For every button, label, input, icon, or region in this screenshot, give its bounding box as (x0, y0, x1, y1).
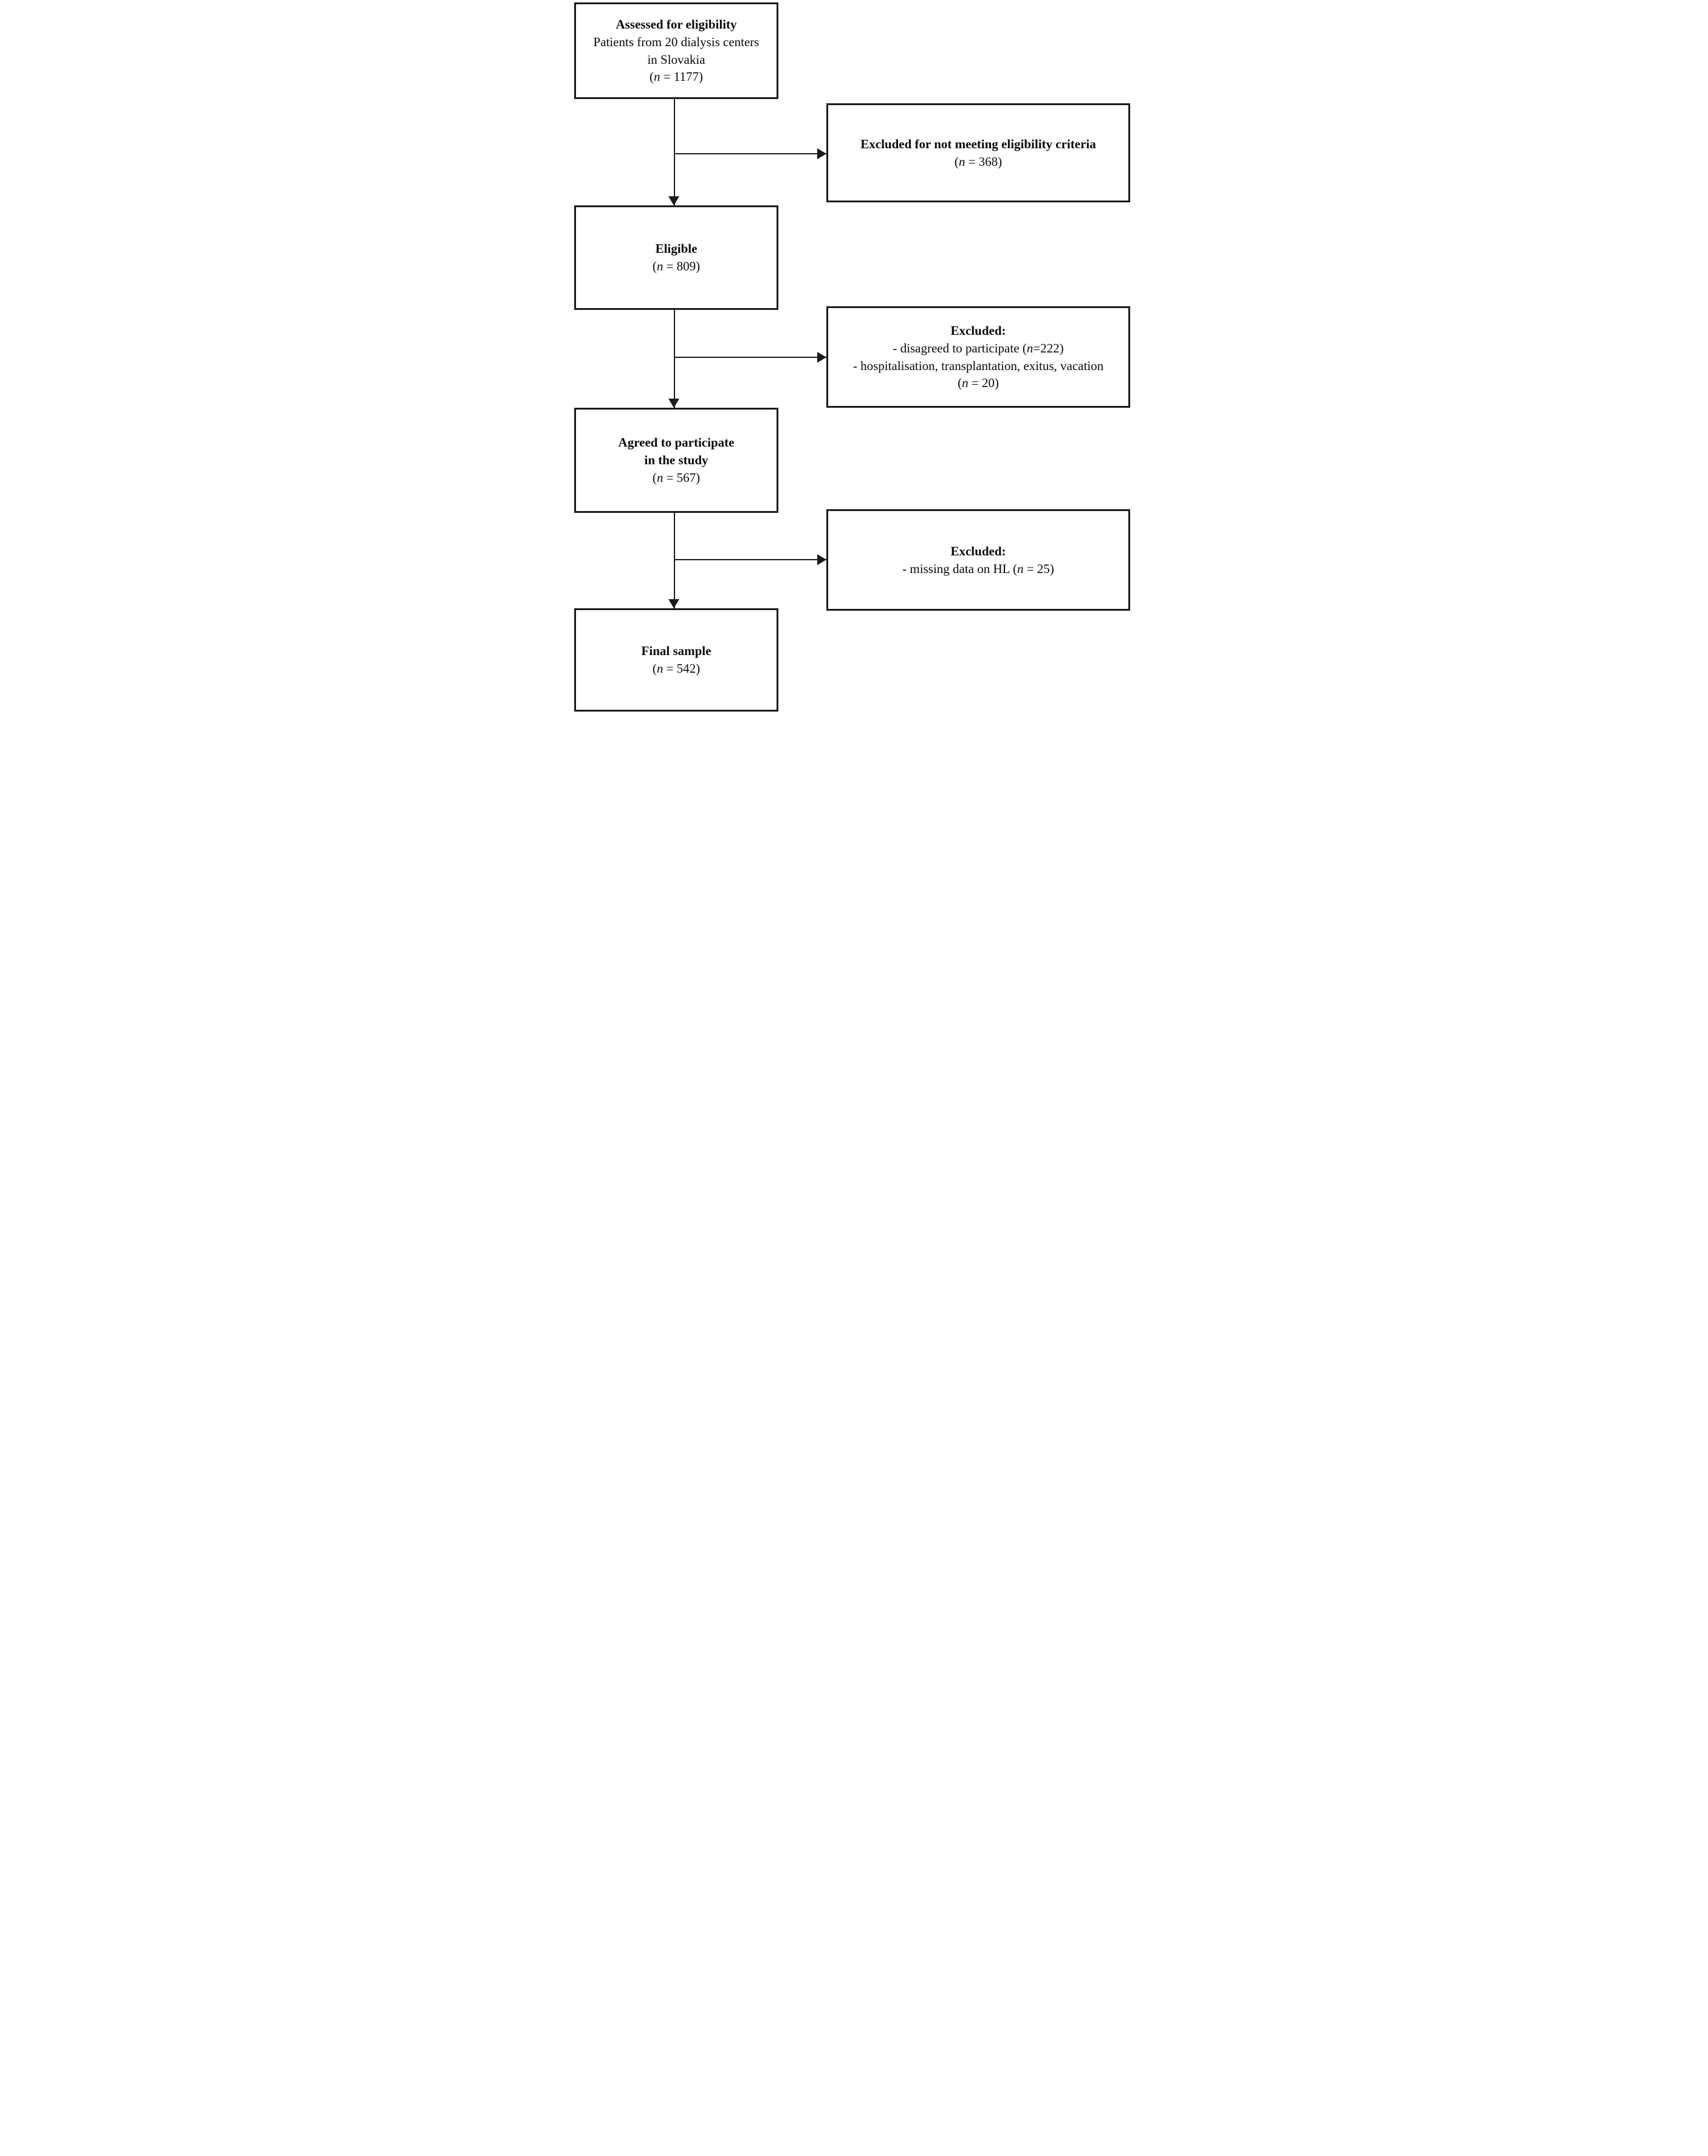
sample-count: (n = 1177) (650, 68, 703, 86)
count-open: ( (649, 69, 654, 84)
box-agreed-to-participate: Agreed to participate in the study (n = … (574, 408, 778, 513)
box-heading: Final sample (641, 644, 712, 659)
count-n: n (653, 69, 660, 84)
count-n: n (1017, 561, 1024, 576)
count-value: = 20) (968, 376, 999, 391)
box-excluded-not-meeting-criteria: Excluded for not meeting eligibility cri… (826, 103, 1130, 202)
box-final-sample: Final sample (n = 542) (574, 608, 778, 712)
box-eligible: Eligible (n = 809) (574, 205, 778, 310)
count-n: n (962, 376, 969, 391)
sample-count: (n = 567) (653, 469, 700, 487)
count-n: n (1026, 340, 1034, 355)
arrow-down-icon (668, 399, 679, 408)
branch-to-excluded-2 (674, 357, 826, 358)
box-assessed-for-eligibility: Assessed for eligibility Patients from 2… (574, 2, 778, 99)
box-heading: Assessed for eligibility (616, 16, 737, 32)
count-value: = 567) (663, 470, 701, 485)
count-open: ( (954, 154, 959, 169)
box-heading: Excluded: (950, 323, 1006, 338)
count-open: ( (652, 259, 657, 273)
branch-to-excluded-3 (674, 559, 826, 560)
connector-agreed-to-final (674, 513, 675, 608)
sample-count: (n = 542) (653, 660, 700, 678)
sample-count: (n = 809) (653, 258, 700, 275)
count-value: = 542) (663, 661, 701, 676)
arrow-right-icon (817, 554, 826, 565)
count-open: ( (652, 661, 657, 676)
count-open: ( (958, 376, 962, 391)
count-value: = 809) (663, 259, 701, 273)
connector-eligible-to-agreed (674, 310, 675, 408)
branch-to-excluded-1 (674, 153, 826, 154)
count-value: = 368) (965, 154, 1003, 169)
count-open: ( (652, 470, 657, 485)
box-excluded-missing-hl: Excluded: - missing data on HL (n = 25) (826, 509, 1130, 611)
count-n: n (656, 259, 664, 273)
arrow-down-icon (668, 599, 679, 608)
arrow-right-icon (817, 352, 826, 363)
sample-count: (n = 20) (958, 374, 999, 392)
count-n: n (958, 154, 965, 169)
box-line: Patients from 20 dialysis centers (593, 34, 760, 49)
box-heading: Eligible (655, 241, 698, 256)
box-heading: Excluded for not meeting eligibility cri… (860, 136, 1096, 151)
exclusion-item: - disagreed to participate (n=222) (893, 340, 1063, 357)
count-n: n (656, 470, 664, 485)
count-value: = 25) (1023, 561, 1054, 576)
exclusion-item: - missing data on HL (n = 25) (902, 560, 1054, 578)
sample-count: (n = 368) (955, 153, 1002, 171)
count-value: =222) (1033, 340, 1064, 355)
count-value: = 1177) (660, 69, 704, 84)
arrow-right-icon (817, 148, 826, 159)
exclusion-item: - hospitalisation, transplantation, exit… (852, 358, 1104, 373)
flow-diagram: Assessed for eligibility Patients from 2… (569, 0, 1139, 719)
box-heading: Agreed to participate (618, 435, 735, 450)
item-text: - disagreed to participate ( (893, 340, 1027, 355)
box-line: in Slovakia (647, 52, 705, 67)
item-text: - missing data on HL ( (902, 561, 1017, 576)
box-excluded-refusals: Excluded: - disagreed to participate (n=… (826, 306, 1130, 408)
count-n: n (656, 661, 664, 676)
box-heading: in the study (644, 453, 708, 468)
connector-assessed-to-eligible (674, 99, 675, 205)
arrow-down-icon (668, 196, 679, 205)
box-heading: Excluded: (950, 543, 1006, 558)
